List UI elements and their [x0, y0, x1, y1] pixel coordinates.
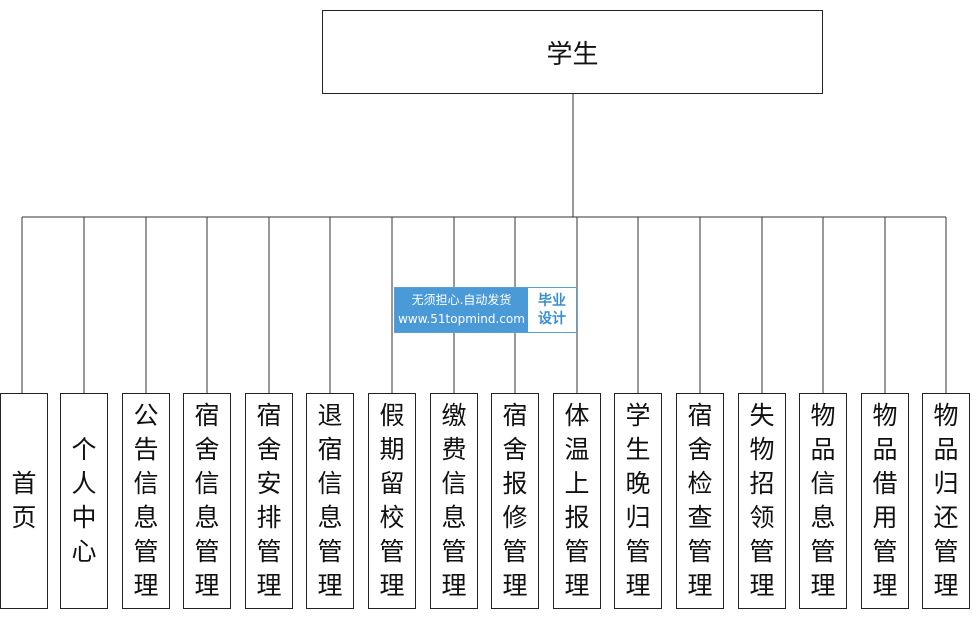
child-node-7: 假期留校管理	[368, 393, 416, 609]
child-node-13: 失物招领管理	[738, 393, 786, 609]
watermark-line2: www.51topmind.com	[398, 312, 525, 326]
child-node-3: 公告信息管理	[122, 393, 170, 609]
child-node-1: 首页	[0, 393, 48, 609]
child-node-label: 体温上报管理	[564, 401, 590, 600]
child-node-14: 物品信息管理	[799, 393, 847, 609]
child-node-label: 物品借用管理	[872, 401, 898, 600]
root-node: 学生	[322, 10, 823, 94]
child-node-label: 退宿信息管理	[317, 401, 343, 600]
child-node-label: 首页	[11, 469, 37, 532]
child-node-11: 学生晚归管理	[614, 393, 662, 609]
child-node-label: 宿舍信息管理	[194, 401, 220, 600]
child-node-label: 宿舍安排管理	[256, 401, 282, 600]
watermark-line1: 无须担心.自动发货	[411, 293, 512, 307]
child-node-5: 宿舍安排管理	[245, 393, 293, 609]
child-node-9: 宿舍报修管理	[491, 393, 539, 609]
watermark-text-block: 无须担心.自动发货 www.51topmind.com	[395, 288, 528, 332]
watermark-tag-line1: 毕业	[538, 293, 566, 309]
child-node-label: 公告信息管理	[133, 401, 159, 600]
child-node-8: 缴费信息管理	[430, 393, 478, 609]
watermark-tag: 毕业 设计	[528, 288, 576, 332]
child-node-label: 缴费信息管理	[441, 401, 467, 600]
child-node-2: 个人中心	[60, 393, 108, 609]
watermark-tag-line2: 设计	[538, 311, 566, 327]
child-node-label: 个人中心	[71, 435, 97, 566]
child-node-label: 物品信息管理	[810, 401, 836, 600]
root-node-label: 学生	[546, 39, 599, 70]
child-node-12: 宿舍检查管理	[676, 393, 724, 609]
child-node-label: 宿舍报修管理	[502, 401, 528, 600]
child-node-label: 物品归还管理	[933, 401, 959, 600]
child-node-label: 假期留校管理	[379, 401, 405, 600]
child-node-label: 失物招领管理	[749, 401, 775, 600]
child-node-label: 宿舍检查管理	[687, 401, 713, 600]
child-node-label: 学生晚归管理	[625, 401, 651, 600]
child-node-16: 物品归还管理	[922, 393, 970, 609]
child-node-10: 体温上报管理	[553, 393, 601, 609]
child-node-15: 物品借用管理	[861, 393, 909, 609]
child-node-6: 退宿信息管理	[306, 393, 354, 609]
watermark-badge: 无须担心.自动发货 www.51topmind.com 毕业 设计	[394, 287, 577, 333]
child-node-4: 宿舍信息管理	[183, 393, 231, 609]
